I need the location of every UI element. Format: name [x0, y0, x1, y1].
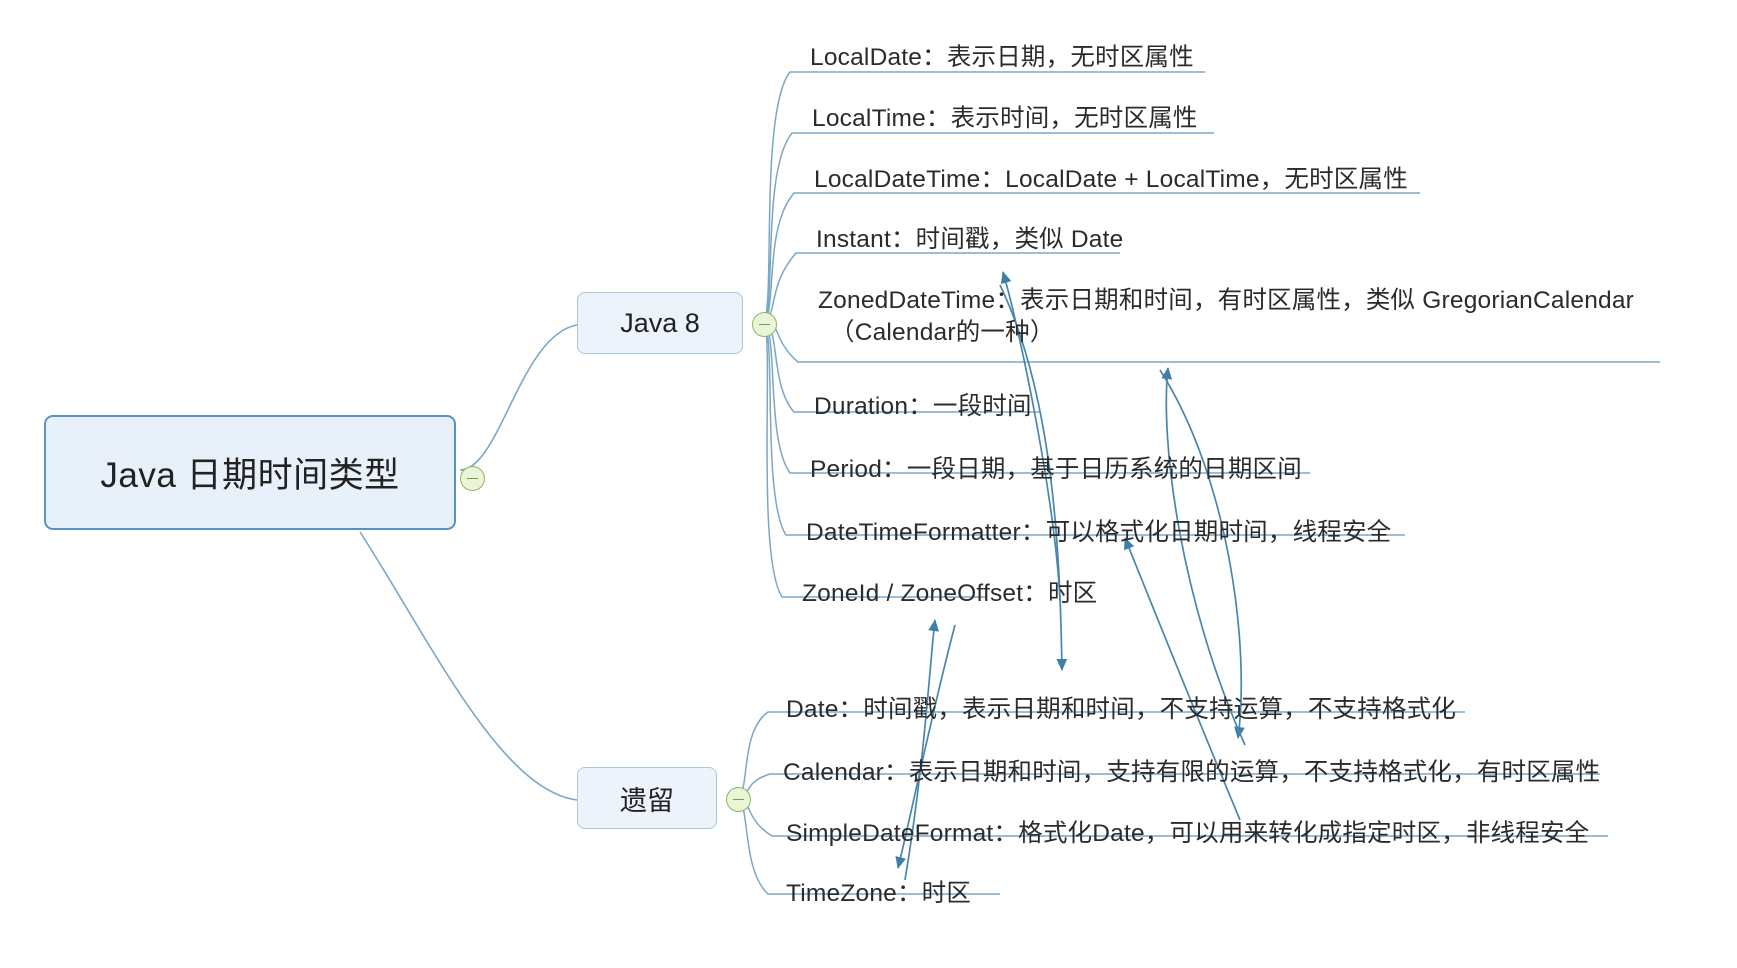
leaf-duration[interactable]: Duration：一段时间 [814, 393, 1032, 420]
branch-java8-collapse-toggle[interactable] [752, 312, 777, 337]
branch-node-java8[interactable]: Java 8 [577, 292, 743, 354]
leaf-calendar[interactable]: Calendar：表示日期和时间，支持有限的运算，不支持格式化，有时区属性 [783, 759, 1601, 786]
main-branch-wires [359, 324, 578, 801]
collapse-minus-icon [733, 798, 744, 801]
leaf-period[interactable]: Period：一段日期，基于日历系统的日期区间 [810, 456, 1302, 483]
collapse-minus-icon [759, 323, 770, 326]
leaf-zoneddatetime-line2: （Calendar的一种） [830, 318, 1055, 346]
branch-node-legacy-label: 遗留 [620, 785, 674, 816]
leaf-date[interactable]: Date：时间戳，表示日期和时间，不支持运算，不支持格式化 [786, 696, 1457, 723]
branch-node-legacy[interactable]: 遗留 [577, 767, 717, 829]
root-node-label: Java 日期时间类型 [100, 456, 400, 495]
collapse-minus-icon [467, 477, 478, 480]
leaf-instant[interactable]: Instant：时间戳，类似 Date [816, 226, 1124, 253]
leaf-zoneid[interactable]: ZoneId / ZoneOffset：时区 [802, 580, 1098, 607]
leaf-localdate[interactable]: LocalDate：表示日期，无时区属性 [810, 44, 1194, 71]
branch-legacy-collapse-toggle[interactable] [726, 787, 751, 812]
leaf-zoneddatetime-line1: ZonedDateTime：表示日期和时间，有时区属性，类似 Gregorian… [818, 287, 1635, 314]
leaf-timezone[interactable]: TimeZone：时区 [786, 880, 972, 907]
root-node[interactable]: Java 日期时间类型 [44, 415, 456, 530]
root-collapse-toggle[interactable] [460, 466, 485, 491]
legacy-child-wires [737, 711, 1608, 895]
leaf-localtime[interactable]: LocalTime：表示时间，无时区属性 [812, 105, 1198, 132]
leaf-localdatetime[interactable]: LocalDateTime：LocalDate + LocalTime，无时区属… [814, 166, 1408, 193]
leaf-simpledateformat[interactable]: SimpleDateFormat：格式化Date，可以用来转化成指定时区，非线程… [786, 820, 1590, 847]
branch-node-java8-label: Java 8 [620, 307, 700, 338]
leaf-datetimeformatter[interactable]: DateTimeFormatter：可以格式化日期时间，线程安全 [806, 519, 1392, 546]
leaf-zoneddatetime[interactable]: ZonedDateTime：表示日期和时间，有时区属性，类似 Gregorian… [818, 285, 1678, 349]
